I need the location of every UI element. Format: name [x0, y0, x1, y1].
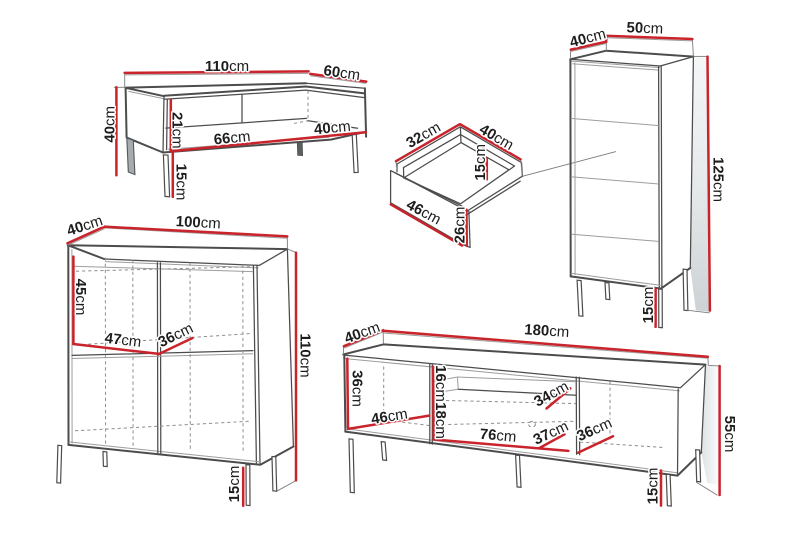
svg-text:45cm: 45cm — [72, 279, 89, 316]
svg-text:55cm: 55cm — [721, 416, 738, 453]
svg-text:66cm: 66cm — [213, 128, 251, 148]
svg-text:47cm: 47cm — [104, 330, 142, 351]
svg-text:46cm: 46cm — [370, 405, 409, 428]
svg-text:21cm: 21cm — [169, 112, 186, 149]
svg-text:18cm: 18cm — [432, 402, 449, 439]
svg-text:40cm: 40cm — [102, 106, 119, 143]
svg-text:15cm: 15cm — [472, 144, 489, 181]
svg-text:26cm: 26cm — [451, 207, 468, 244]
svg-text:180cm: 180cm — [524, 321, 570, 341]
svg-text:110cm: 110cm — [205, 58, 249, 75]
svg-text:40cm: 40cm — [313, 118, 351, 138]
svg-text:40cm: 40cm — [568, 25, 608, 51]
svg-text:15cm: 15cm — [226, 466, 243, 503]
svg-text:15cm: 15cm — [640, 287, 657, 324]
svg-text:76cm: 76cm — [479, 426, 517, 446]
svg-text:15cm: 15cm — [645, 468, 662, 505]
svg-text:50cm: 50cm — [626, 19, 663, 37]
svg-text:16cm: 16cm — [432, 365, 449, 402]
svg-text:15cm: 15cm — [173, 164, 190, 201]
svg-text:100cm: 100cm — [175, 213, 221, 232]
svg-text:110cm: 110cm — [297, 333, 314, 377]
svg-text:125cm: 125cm — [709, 157, 726, 202]
svg-text:36cm: 36cm — [348, 370, 365, 407]
